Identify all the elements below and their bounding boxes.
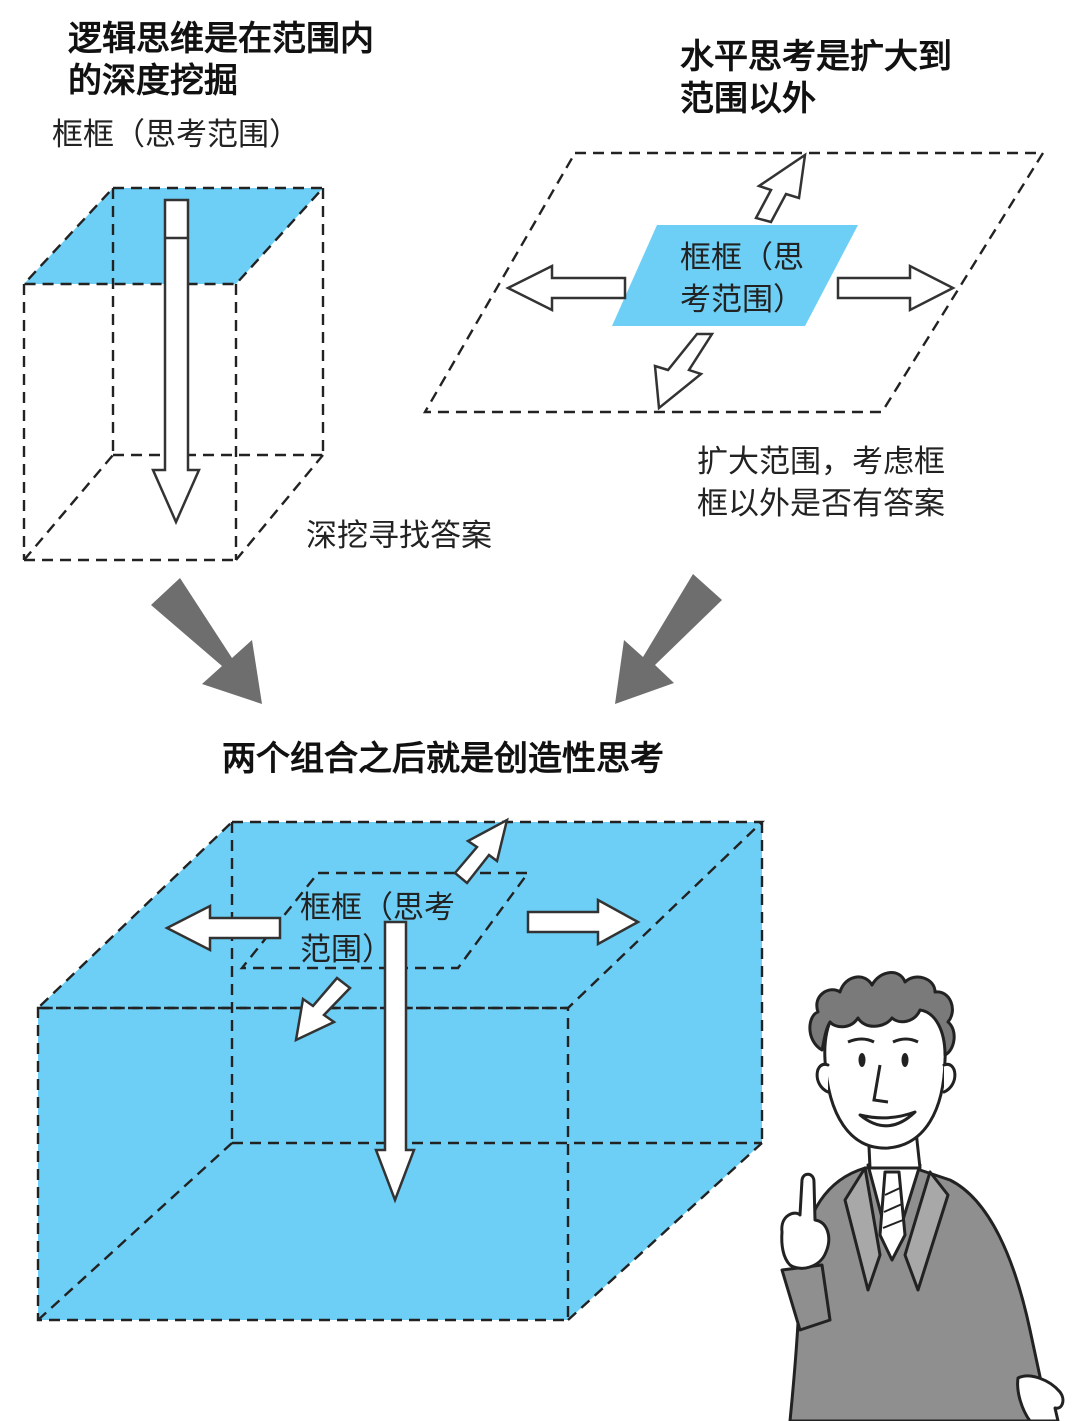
logical-thinking-panel: 逻辑思维是在范围内 的深度挖掘 框框（思考范围） 深挖寻找答案 xyxy=(24,19,492,560)
logical-title-line1: 逻辑思维是在范围内 xyxy=(68,19,374,59)
lateral-frame-label-line1: 框框（思 xyxy=(680,240,804,276)
expand-left-arrow xyxy=(508,266,625,310)
dig-answer-label: 深挖寻找答案 xyxy=(306,518,492,554)
businessman-pointing-icon xyxy=(782,973,1063,1421)
creative-frame-label-line2: 范围） xyxy=(300,932,393,968)
lateral-title-line1: 水平思考是扩大到 xyxy=(680,37,952,77)
logical-frame-label: 框框（思考范围） xyxy=(52,117,300,153)
converge-arrow-right xyxy=(615,574,722,704)
expand-up-arrow xyxy=(756,155,805,222)
lateral-title-line2: 范围以外 xyxy=(680,79,816,119)
expand-down-arrow xyxy=(655,334,712,408)
expand-right-arrow xyxy=(838,266,953,310)
creative-thinking-box: 框框（思考 范围） xyxy=(38,820,762,1320)
logical-title-line2: 的深度挖掘 xyxy=(68,61,238,101)
lateral-expand-label-line2: 框以外是否有答案 xyxy=(697,486,945,522)
lateral-thinking-panel: 水平思考是扩大到 范围以外 框框（思 考范围） 扩大范围，考虑框 框以外是否有答… xyxy=(425,37,1043,522)
lateral-expand-label-line1: 扩大范围，考虑框 xyxy=(697,444,945,480)
creative-frame-label-line1: 框框（思考 xyxy=(300,890,455,926)
converge-arrow-left xyxy=(151,578,262,704)
lateral-frame-label-line2: 考范围） xyxy=(680,282,804,318)
creative-front-face xyxy=(38,1008,568,1320)
creative-caption: 两个组合之后就是创造性思考 xyxy=(222,739,664,779)
